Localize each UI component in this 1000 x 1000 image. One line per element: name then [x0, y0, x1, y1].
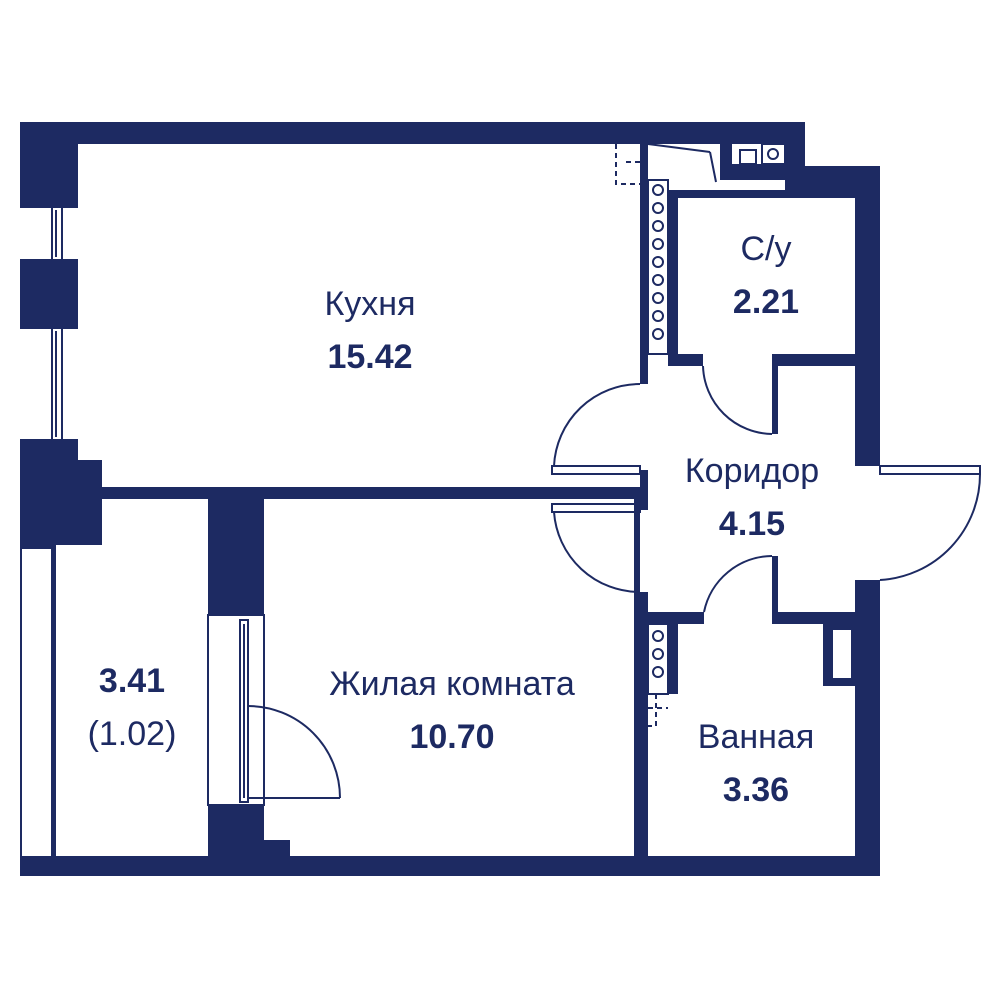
room-corridor: Коридор 4.15 — [685, 452, 819, 543]
room-area: 2.21 — [733, 283, 799, 321]
sink-icon — [739, 143, 786, 165]
room-area: 10.70 — [409, 718, 494, 756]
room-name: Жилая комната — [329, 665, 575, 703]
window-icon — [207, 614, 265, 806]
room-area: 4.15 — [719, 505, 785, 543]
ventilation-shaft-icon — [647, 179, 669, 695]
walls — [20, 122, 880, 876]
room-name: Коридор — [685, 452, 819, 490]
room-name: Ванная — [698, 718, 814, 756]
room-area: 3.36 — [723, 771, 789, 809]
room-kitchen: Кухня 15.42 — [325, 285, 416, 376]
room-area: 3.41 — [99, 662, 165, 700]
room-area: 15.42 — [327, 338, 412, 376]
room-name: С/у — [741, 230, 792, 268]
door-swing-icon — [247, 143, 982, 799]
window-icon — [20, 544, 53, 876]
window-icon — [20, 206, 78, 441]
room-name: Кухня — [325, 285, 416, 323]
room-living: Жилая комната 10.70 — [329, 665, 575, 756]
room-balcony: 3.41 (1.02) — [88, 662, 177, 753]
room-area-reduced: (1.02) — [88, 715, 177, 753]
room-bathroom: Ванная 3.36 — [698, 718, 814, 809]
dashed-outline — [615, 144, 668, 727]
room-wc: С/у 2.21 — [733, 230, 799, 321]
